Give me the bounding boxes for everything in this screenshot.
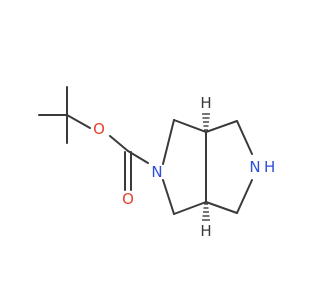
bond-ch-upper-to-ch2	[205, 120, 238, 133]
structure-diagram: O O N N H H H	[38, 86, 275, 240]
hashed-wedge-upper	[202, 113, 210, 131]
atom-amine-hydrogen: H	[264, 158, 275, 176]
bond-n-to-ch2-upper	[162, 119, 175, 165]
bond-ch2-to-ch-lower	[173, 201, 207, 215]
bond-ch2-upper-to-nh	[236, 120, 253, 155]
atom-amine-nitrogen: N	[249, 158, 260, 176]
atom-stereo-hydrogen-lower: H	[200, 222, 211, 240]
bond-carbonyl-to-nitrogen	[127, 150, 149, 164]
hashed-wedge-lower	[202, 203, 210, 221]
bond-tbu-to-oxygen	[66, 114, 91, 129]
atom-carbonyl-oxygen: O	[122, 190, 134, 208]
bond-ch2-lower-to-nh	[236, 179, 253, 214]
bond-n-to-ch2-lower	[162, 179, 175, 215]
atom-ester-oxygen: O	[93, 120, 105, 138]
bond-oxygen-to-carbonyl-carbon	[109, 135, 129, 152]
bond-ch-lower-to-ch2	[205, 201, 238, 214]
atom-carbamate-nitrogen: N	[151, 163, 162, 181]
bond-ch2-to-ch-upper	[173, 119, 207, 133]
atom-stereo-hydrogen-upper: H	[200, 94, 211, 112]
